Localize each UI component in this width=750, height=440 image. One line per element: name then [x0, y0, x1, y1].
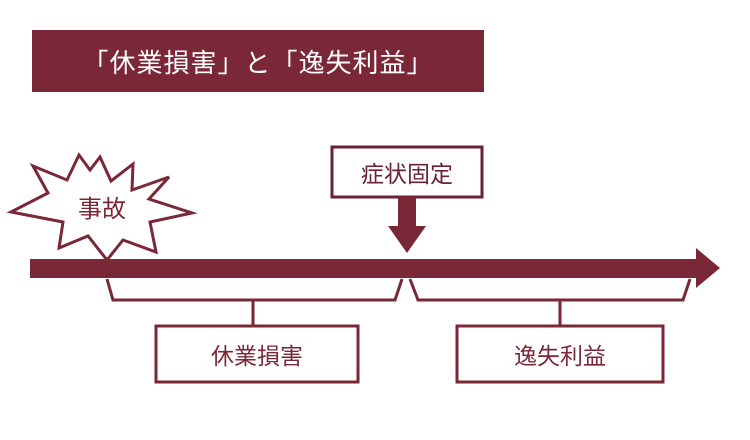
period-after-label: 逸失利益	[514, 344, 606, 370]
timeline-arrowhead-icon	[696, 248, 720, 288]
symptom-fixed-box-border	[330, 145, 484, 199]
symptom-fixed-label: 症状固定	[361, 162, 453, 188]
after-box-border	[455, 324, 665, 384]
down-arrow-icon	[388, 226, 426, 253]
accident-label: 事故	[78, 194, 126, 223]
down-arrow-shaft	[398, 197, 416, 227]
before-box-border	[154, 324, 360, 384]
bracket-after	[408, 278, 692, 302]
title-text: 「休業損害」と「逸失利益」	[82, 48, 434, 79]
period-before-label: 休業損害	[211, 344, 303, 370]
timeline-bar	[30, 259, 698, 278]
title-banner-bg	[32, 30, 484, 92]
bracket-before	[105, 278, 404, 302]
title-banner: 「休業損害」と「逸失利益」	[32, 30, 484, 92]
